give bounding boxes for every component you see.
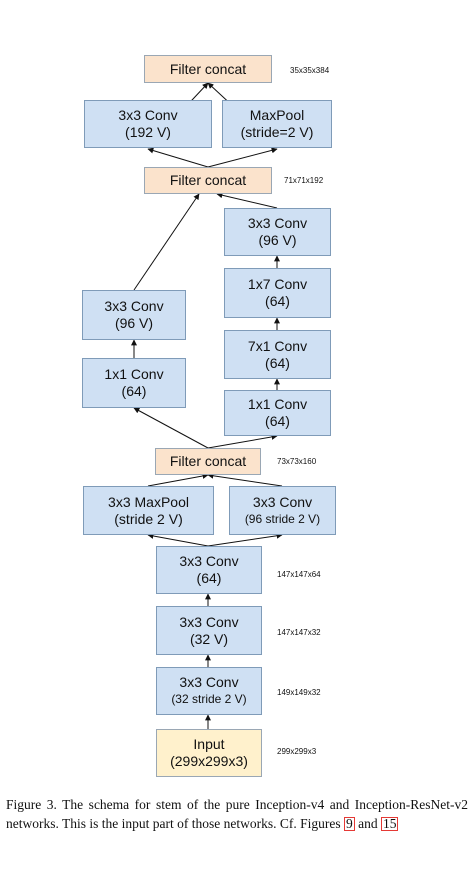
figure-ref-link[interactable]: 15 [380,816,399,831]
edge-concat-mid-to-maxpool [207,147,278,168]
edge-concat-mid-to-conv192v [147,147,209,168]
node-sublabel: (stride 2 V) [114,510,183,527]
node-sublabel: (96 V) [114,315,154,331]
caption-text: Figure 3. The schema for stem of the pur… [6,797,468,831]
conv-3x3-96-stride2v: 3x3 Conv (96 stride 2 V) [229,486,336,535]
filter-concat-low: Filter concat [155,448,261,475]
edge-conv64-to-conv96s2v [207,532,283,547]
dim-label-conv-32-s2v: 149x149x32 [277,688,321,697]
node-sublabel: (64) [265,354,290,371]
edge-conv64-to-maxpool3x3 [147,533,209,547]
node-label: Input [193,736,225,752]
node-label: 1x7 Conv [247,276,308,292]
edge-concat-low-to-1x1right [207,433,278,449]
node-sublabel: (32 stride 2 V) [171,692,247,706]
node-sublabel: (stride=2 V) [240,124,314,140]
node-label: 7x1 Conv [247,337,308,354]
edge-concat-low-to-1x1left [133,407,209,449]
conv-3x3-192v: 3x3 Conv (192 V) [84,100,212,148]
conv-3x3-32v: 3x3 Conv (32 V) [156,606,262,655]
node-sublabel: (96 V) [258,232,297,248]
node-label: 3x3 MaxPool [108,493,189,510]
figure-caption: Figure 3. The schema for stem of the pur… [6,795,468,833]
node-label: Filter concat [169,60,247,77]
node-label: 3x3 Conv [104,298,164,314]
dim-label-input: 299x299x3 [277,747,317,756]
node-sublabel: (96 stride 2 V) [244,511,321,526]
node-label: 3x3 Conv [179,674,239,690]
node-sublabel: (299x299x3) [170,753,248,769]
node-label: 1x1 Conv [104,366,164,382]
dim-label-concat-top: 35x35x384 [290,66,330,75]
conv-3x3-96v-left: 3x3 Conv (96 V) [82,290,186,340]
node-label: 3x3 Conv [179,613,239,630]
dim-label-concat-mid: 71x71x192 [284,176,324,185]
node-label: 3x3 Conv [252,493,313,510]
node-label: 1x1 Conv [247,396,308,412]
conv-1x7: 1x7 Conv (64) [224,268,331,318]
node-label: MaxPool [249,107,305,123]
edge-maxpool3x3-to-concat-low [147,473,209,487]
node-label: 3x3 Conv [179,553,239,569]
node-label: 3x3 Conv [247,215,308,231]
input-node: Input (299x299x3) [156,729,262,777]
conv-7x1: 7x1 Conv (64) [224,330,331,379]
node-label: Filter concat [169,172,247,188]
filter-concat-top: Filter concat [144,55,272,83]
edge-conv96vright-to-concat-mid [216,192,278,209]
filter-concat-mid: Filter concat [144,167,272,194]
dim-label-concat-low: 73x73x160 [277,457,317,466]
conv-3x3-32-stride2v: 3x3 Conv (32 stride 2 V) [156,667,262,715]
node-sublabel: (192 V) [125,124,171,140]
node-label: 3x3 Conv [118,107,178,123]
node-sublabel: (64) [196,570,222,586]
maxpool-stride2v: MaxPool (stride=2 V) [222,100,332,148]
dim-label-conv-32v: 147x147x32 [277,628,321,637]
figure-ref-link[interactable]: 9 [343,816,355,831]
caption-joiner: and [358,816,378,831]
conv-1x1-left: 1x1 Conv (64) [82,358,186,408]
conv-3x3-96v-right: 3x3 Conv (96 V) [224,208,331,256]
edge-conv96s2v-to-concat-low [207,472,283,487]
node-label: Filter concat [169,453,247,469]
edge-conv96vleft-to-concat-mid [133,193,200,291]
node-sublabel: (32 V) [189,630,229,647]
dim-label-conv-64: 147x147x64 [277,570,321,579]
conv-1x1-right: 1x1 Conv (64) [224,390,331,436]
conv-3x3-64: 3x3 Conv (64) [156,546,262,594]
node-sublabel: (64) [121,383,147,399]
node-sublabel: (64) [265,293,290,309]
maxpool-3x3-stride2v: 3x3 MaxPool (stride 2 V) [83,486,214,535]
node-sublabel: (64) [265,413,290,429]
